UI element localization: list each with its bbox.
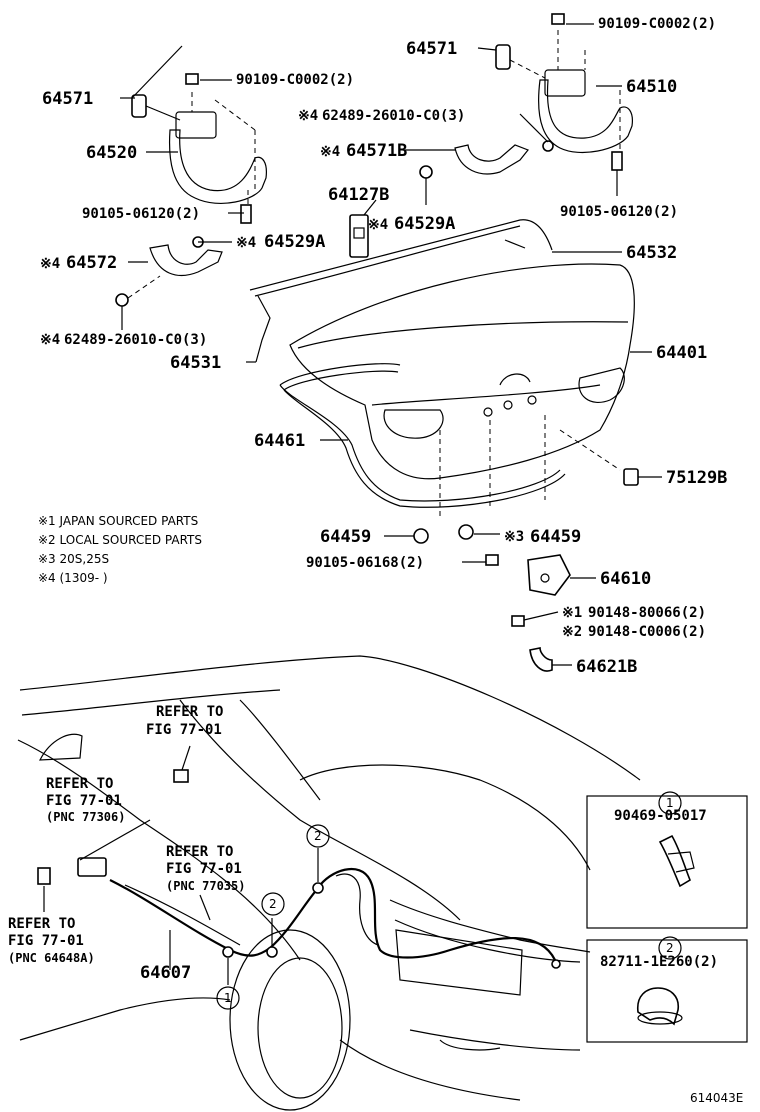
rod-64532 — [249, 219, 553, 297]
label-64610: 64610 — [600, 569, 651, 589]
label-64520: 64520 — [86, 143, 137, 163]
clip-64571-left — [131, 94, 181, 121]
mark-4-a: ※4 — [236, 235, 256, 251]
inset-2-box — [586, 936, 748, 1043]
diagram-id: 614043E — [690, 1091, 743, 1105]
callout-1: 1 — [224, 991, 232, 1005]
ref3-line3: (PNC 77035) — [166, 879, 245, 893]
ref3-line2: FIG 77-01 — [166, 861, 242, 877]
label-64459-left: 64459 — [320, 527, 371, 547]
ref-leaders — [43, 745, 319, 985]
clip-64571-right — [495, 44, 546, 79]
label-64401: 64401 — [656, 343, 707, 363]
ref4-line2: FIG 77-01 — [8, 933, 84, 949]
legend-4: ※4 (1309- ) — [38, 571, 108, 585]
ref2-line3: (PNC 77306) — [46, 810, 125, 824]
label-90148-c0006: 90148-C0006(2) — [588, 624, 706, 640]
mark-3: ※3 — [504, 529, 524, 545]
labels: 64571 90109-C0002(2) 64520 90105-06120(2… — [8, 16, 743, 1105]
inset2-number: 2 — [666, 941, 674, 955]
label-90148-80066: 90148-80066(2) — [588, 605, 706, 621]
mark-4-d: ※4 — [298, 108, 318, 124]
car-body-outline — [17, 655, 641, 1111]
label-64459-right: 64459 — [530, 527, 581, 547]
callout-2-b: 2 — [314, 829, 322, 843]
legend-1: ※1 JAPAN SOURCED PARTS — [38, 514, 198, 528]
cushion-64459-left — [413, 528, 429, 544]
label-75129b: 75129B — [666, 468, 727, 488]
mark-4-f: ※4 — [368, 217, 388, 233]
hinge-left-64520 — [168, 73, 267, 224]
striker-64621b — [511, 615, 553, 672]
label-90105-left: 90105-06120(2) — [82, 206, 200, 222]
weatherstrip-64461 — [279, 363, 566, 508]
ref1-line1: REFER TO — [156, 704, 223, 720]
label-64571b: 64571B — [346, 141, 407, 161]
label-64532: 64532 — [626, 243, 677, 263]
legend-2: ※2 LOCAL SOURCED PARTS — [38, 533, 202, 547]
label-62489-left: 62489-26010-C0(3) — [64, 332, 207, 348]
ref1-line2: FIG 77-01 — [146, 722, 222, 738]
legend-3: ※3 20S,25S — [38, 552, 109, 566]
label-64571-left: 64571 — [42, 89, 93, 109]
rod-64531 — [255, 295, 271, 363]
cable-64607 — [109, 868, 556, 961]
cover-64571b — [419, 140, 554, 179]
cushion-75129b — [623, 468, 639, 486]
leader-lines — [120, 23, 662, 666]
callout-2-a: 2 — [269, 897, 277, 911]
label-64531: 64531 — [170, 353, 221, 373]
label-64571-right: 64571 — [406, 39, 457, 59]
inset1-number: 1 — [666, 796, 674, 810]
label-90105-right: 90105-06120(2) — [560, 204, 678, 220]
label-64607: 64607 — [140, 963, 191, 983]
label-64529a-left: 64529A — [264, 232, 325, 252]
label-90105-06168: 90105-06168(2) — [306, 555, 424, 571]
inset-1-box — [586, 791, 748, 929]
label-64127b: 64127B — [328, 185, 389, 205]
label-64461: 64461 — [254, 431, 305, 451]
cover-64572 — [115, 236, 223, 307]
ref4-line1: REFER TO — [8, 916, 75, 932]
label-64510: 64510 — [626, 77, 677, 97]
label-90109-left: 90109-C0002(2) — [236, 72, 354, 88]
label-64621b: 64621B — [576, 657, 637, 677]
ref2-line1: REFER TO — [46, 776, 113, 792]
mark-4-b: ※4 — [40, 256, 60, 272]
lock-64610 — [485, 554, 571, 596]
label-90109-right: 90109-C0002(2) — [598, 16, 716, 32]
callout-circles — [216, 824, 330, 1010]
ref2-line2: FIG 77-01 — [46, 793, 122, 809]
inset1-part: 90469-05017 — [614, 808, 707, 824]
label-62489-right: 62489-26010-C0(3) — [322, 108, 465, 124]
mark-4-c: ※4 — [40, 332, 60, 348]
trunk-lid-64401 — [289, 263, 635, 480]
mark-4-e: ※4 — [320, 144, 340, 160]
ref3-line1: REFER TO — [166, 844, 233, 860]
label-64572: 64572 — [66, 253, 117, 273]
label-64529a-right: 64529A — [394, 214, 455, 234]
cushion-64459-right — [458, 524, 474, 540]
mark-1: ※1 — [562, 605, 582, 621]
lid-dash-guides — [439, 415, 621, 520]
bracket-64127b — [349, 214, 369, 258]
mark-2: ※2 — [562, 624, 582, 640]
ref4-line3: (PNC 64648A) — [8, 951, 95, 965]
inset2-part: 82711-1E260(2) — [600, 954, 718, 970]
car-parts — [37, 769, 561, 969]
